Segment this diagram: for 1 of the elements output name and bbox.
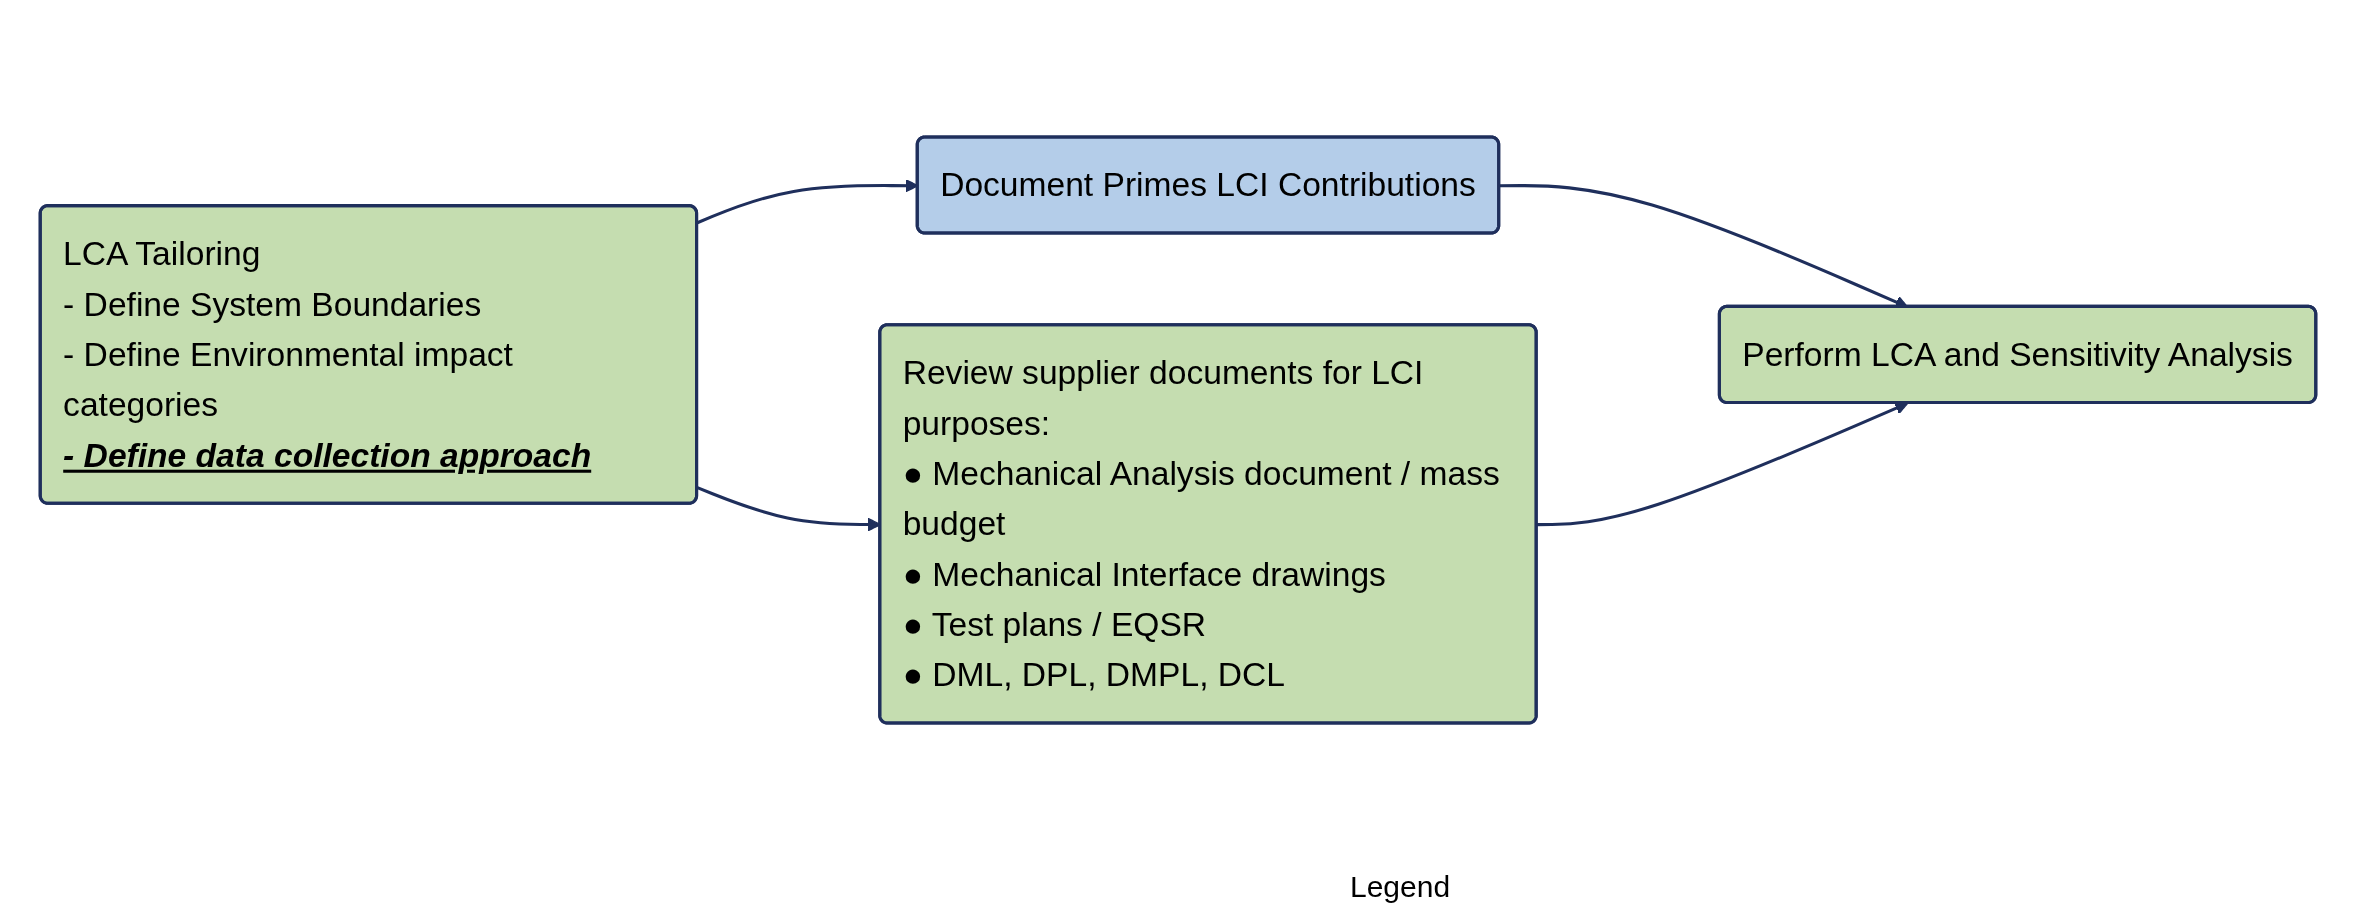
legend-heading: Legend xyxy=(1350,870,1451,904)
